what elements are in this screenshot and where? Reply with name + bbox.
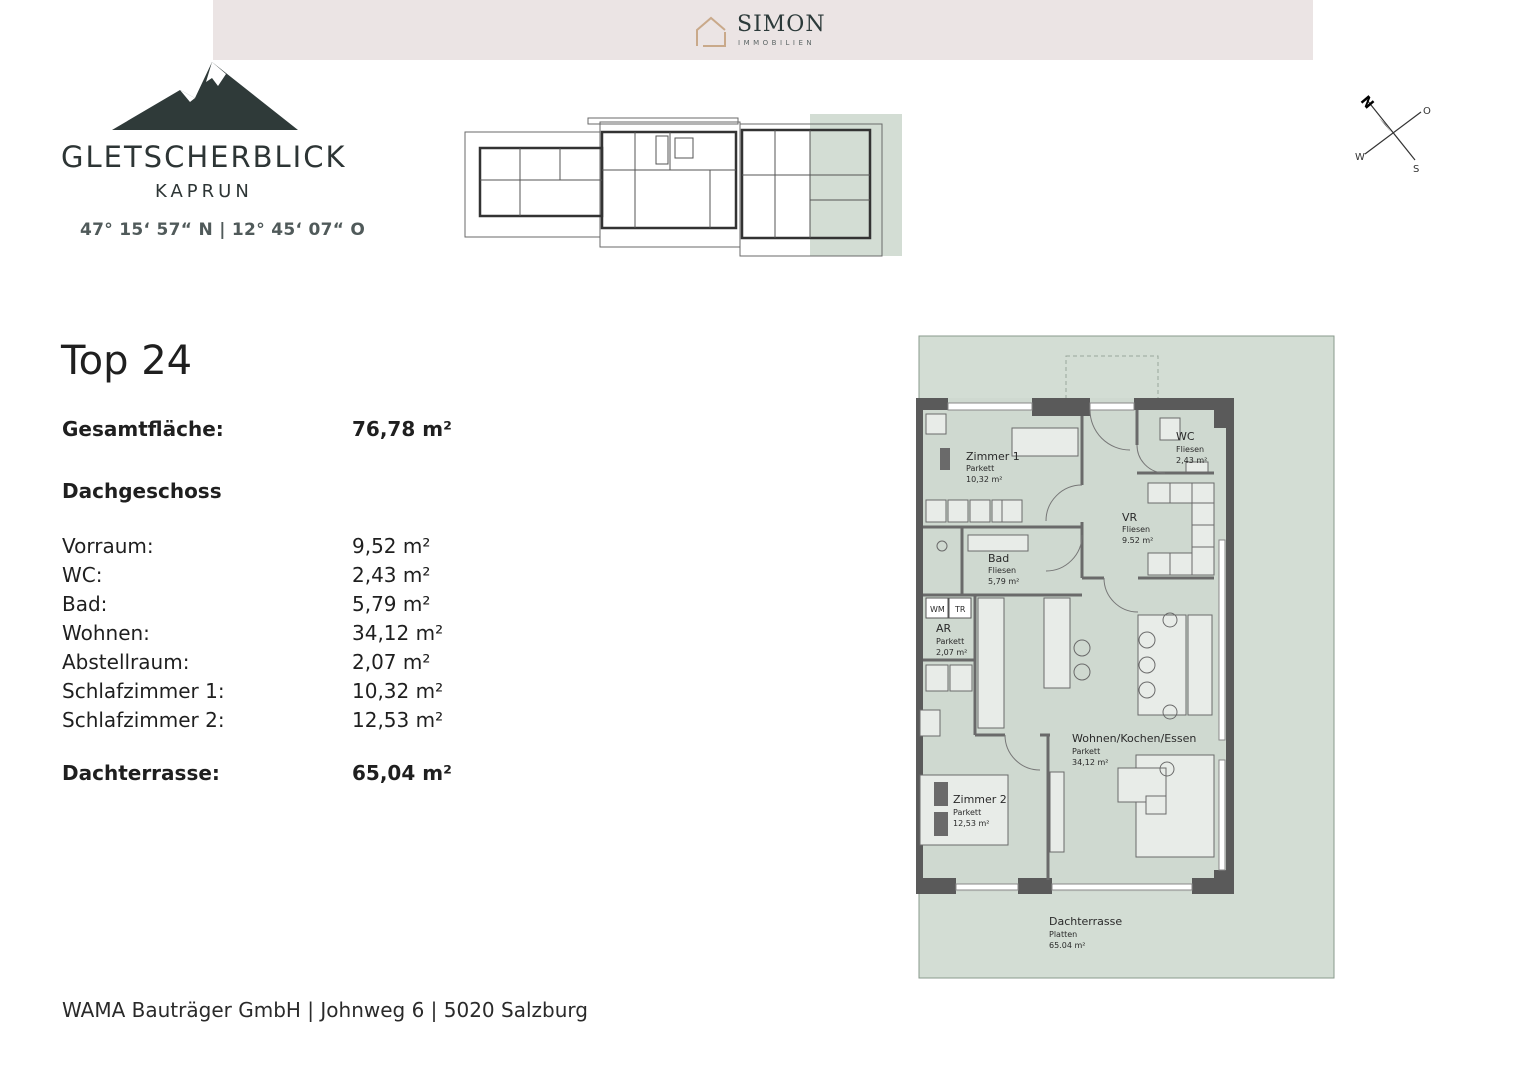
brand-header: SIMON IMMOBILIEN: [213, 0, 1313, 60]
svg-text:Zimmer 1: Zimmer 1: [966, 450, 1020, 463]
room-label-zimmer2: Zimmer 2 Parkett 12,53 m²: [953, 793, 1007, 828]
compass-east: O: [1423, 106, 1431, 117]
svg-text:Platten: Platten: [1049, 930, 1077, 939]
svg-text:5,79 m²: 5,79 m²: [988, 577, 1019, 586]
svg-text:Fliesen: Fliesen: [1176, 445, 1204, 454]
svg-text:Parkett: Parkett: [966, 464, 994, 473]
project-place: KAPRUN: [155, 181, 253, 202]
brand-name: SIMON: [737, 12, 826, 37]
svg-text:65.04 m²: 65.04 m²: [1049, 941, 1085, 950]
svg-text:Fliesen: Fliesen: [1122, 525, 1150, 534]
compass-south: S: [1413, 164, 1419, 175]
room-label-zimmer1: Zimmer 1 Parkett 10,32 m²: [966, 450, 1020, 484]
svg-text:Parkett: Parkett: [936, 637, 964, 646]
svg-text:12,53 m²: 12,53 m²: [953, 819, 989, 828]
terrace-label: Dachterrasse:: [62, 761, 220, 785]
room-label-vr: VR Fliesen 9.52 m²: [1122, 511, 1153, 545]
project-coordinates: 47° 15‘ 57“ N | 12° 45‘ 07“ O: [80, 220, 366, 240]
tr-label: TR: [954, 605, 966, 614]
svg-text:Fliesen: Fliesen: [988, 566, 1016, 575]
unit-title: Top 24: [61, 338, 193, 384]
room-label-wohnen: Wohnen/Kochen/Essen Parkett 34,12 m²: [1072, 732, 1196, 767]
room-label-terrace: Dachterrasse Platten 65.04 m²: [1049, 915, 1122, 950]
house-icon: [696, 16, 726, 47]
brand-sub: IMMOBILIEN: [738, 39, 816, 47]
svg-text:Wohnen/Kochen/Essen: Wohnen/Kochen/Essen: [1072, 732, 1196, 745]
compass-north: N: [1357, 93, 1377, 112]
svg-text:Parkett: Parkett: [953, 808, 981, 817]
total-area-value: 76,78 m²: [352, 417, 452, 441]
room-label-bad: Bad Fliesen 5,79 m²: [988, 552, 1019, 586]
svg-text:34,12 m²: 34,12 m²: [1072, 758, 1108, 767]
room-label-ar: AR Parkett 2,07 m²: [936, 622, 967, 657]
svg-text:VR: VR: [1122, 511, 1138, 524]
building-overview-plan: [464, 114, 902, 257]
svg-text:Bad: Bad: [988, 552, 1009, 565]
wm-label: WM: [930, 605, 945, 614]
svg-text:Dachterrasse: Dachterrasse: [1049, 915, 1122, 928]
room-label-wc: WC Fliesen 2,43 m²: [1176, 430, 1207, 465]
svg-text:Parkett: Parkett: [1072, 747, 1100, 756]
compass-west: W: [1355, 152, 1365, 163]
svg-text:Zimmer 2: Zimmer 2: [953, 793, 1007, 806]
compass-icon: N O S W: [1355, 93, 1431, 175]
total-area-label: Gesamtfläche:: [62, 417, 224, 441]
project-name: GLETSCHERBLICK: [61, 140, 347, 174]
footer-address: WAMA Bauträger GmbH | Johnweg 6 | 5020 S…: [62, 998, 588, 1022]
svg-text:2,07 m²: 2,07 m²: [936, 648, 967, 657]
terrace-value: 65,04 m²: [352, 761, 452, 785]
svg-text:10,32 m²: 10,32 m²: [966, 475, 1002, 484]
floor-plan: WM TR Zimmer 1 Parkett 10,32 m² WC Flies…: [916, 335, 1335, 979]
svg-text:WC: WC: [1176, 430, 1195, 443]
svg-text:AR: AR: [936, 622, 952, 635]
mountain-logo-icon: [112, 62, 298, 130]
simon-logo: SIMON IMMOBILIEN: [693, 6, 853, 54]
svg-text:2,43 m²: 2,43 m²: [1176, 456, 1207, 465]
svg-text:9.52 m²: 9.52 m²: [1122, 536, 1153, 545]
